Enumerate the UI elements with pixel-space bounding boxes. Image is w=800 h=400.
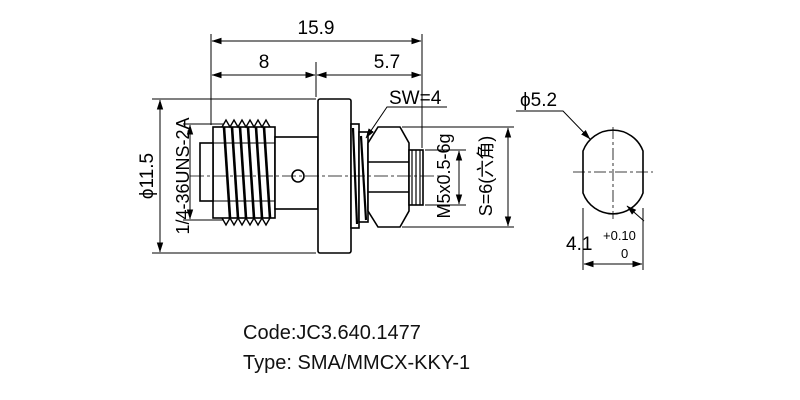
- dim-tolerance-upper: +0.10: [603, 228, 636, 243]
- hex-nut: [367, 126, 410, 228]
- side-dimensions: [152, 34, 514, 254]
- dim-thread-length: 8: [259, 52, 270, 73]
- dim-thread-spec: 1/4-36UNS-2A: [173, 117, 193, 234]
- dim-flange-diameter: ϕ11.5: [137, 153, 158, 199]
- dim-mount-thread: M5x0.5-6g: [434, 133, 454, 218]
- dim-rear-length: 5.7: [374, 52, 400, 73]
- dim-tolerance-lower: 0: [621, 246, 628, 261]
- dim-hex-size: S=6(六角): [476, 136, 496, 217]
- dim-flat-width: 4.1: [566, 234, 592, 255]
- product-code: Code:JC3.640.1477: [243, 322, 421, 344]
- thread-lines: [222, 126, 272, 219]
- end-view-dimensions: [516, 110, 645, 270]
- dim-wrench-size: SW=4: [389, 88, 442, 109]
- side-view: [190, 98, 445, 254]
- product-type: Type: SMA/MMCX-KKY-1: [243, 352, 471, 374]
- end-view: [573, 127, 653, 219]
- front-face: [199, 142, 214, 202]
- dim-hole-diameter: ϕ5.2: [520, 90, 557, 111]
- dim-overall-length: 15.9: [298, 18, 335, 39]
